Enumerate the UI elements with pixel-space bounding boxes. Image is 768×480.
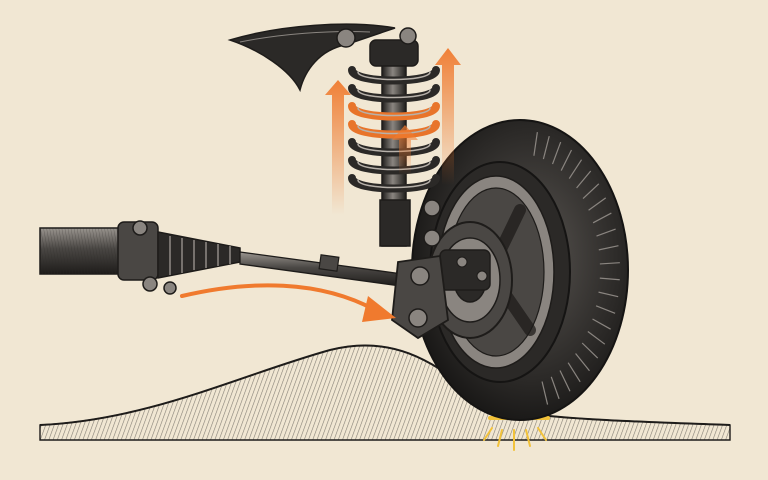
spring-highlight bbox=[357, 107, 431, 117]
tread-groove bbox=[588, 197, 607, 211]
steering-knuckle bbox=[391, 254, 449, 340]
tread-groove bbox=[598, 291, 619, 298]
tread-groove bbox=[533, 132, 538, 156]
tread-groove bbox=[559, 370, 571, 392]
tread-groove bbox=[551, 141, 562, 165]
tread-groove bbox=[595, 305, 616, 314]
tread-groove bbox=[567, 362, 581, 383]
spring-highlight bbox=[357, 89, 431, 99]
tread-groove bbox=[575, 353, 590, 372]
spring-coil bbox=[348, 138, 440, 157]
steering-rack bbox=[39, 220, 177, 295]
spring-coil bbox=[348, 120, 440, 139]
spring-coil bbox=[348, 174, 440, 193]
tread-groove bbox=[596, 228, 616, 237]
spring-coil bbox=[348, 84, 440, 103]
tread-groove bbox=[587, 330, 606, 345]
tread-groove bbox=[598, 245, 619, 251]
spring-highlight bbox=[357, 179, 431, 189]
tread-groove bbox=[599, 277, 620, 281]
tread-groove bbox=[560, 149, 573, 171]
tread-groove bbox=[599, 262, 620, 265]
spring-coil bbox=[348, 156, 440, 175]
spring-coil bbox=[348, 66, 440, 85]
spring-highlight bbox=[357, 125, 431, 135]
spring-coil bbox=[348, 102, 440, 121]
steering-boot bbox=[157, 231, 241, 279]
brake-hub bbox=[427, 221, 513, 339]
spring-highlight bbox=[357, 143, 431, 153]
tread-groove bbox=[581, 342, 599, 359]
road-bump bbox=[39, 344, 731, 441]
tread-groove bbox=[592, 212, 612, 224]
tread-groove bbox=[576, 170, 592, 189]
tread-groove bbox=[550, 376, 560, 400]
coil-spring bbox=[348, 66, 440, 193]
arrow-right-curved-icon bbox=[180, 283, 396, 322]
arrow-up-icon bbox=[325, 48, 461, 215]
tread-groove bbox=[568, 159, 583, 179]
tread-groove bbox=[582, 183, 600, 200]
tread-groove bbox=[542, 135, 550, 160]
tread-groove bbox=[541, 381, 549, 405]
spring-highlight bbox=[357, 71, 431, 81]
spring-highlight bbox=[357, 161, 431, 171]
tread-groove bbox=[592, 318, 611, 330]
tie-rod bbox=[239, 251, 411, 288]
